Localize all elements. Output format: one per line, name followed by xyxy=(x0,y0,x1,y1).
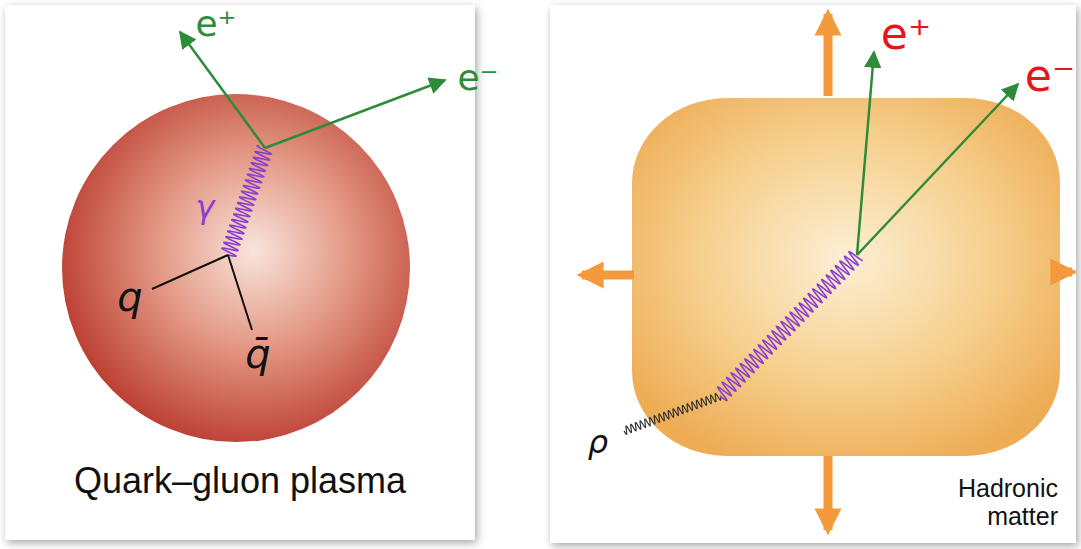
electron-track xyxy=(265,80,445,148)
photon-wave xyxy=(222,146,271,256)
particle-label: e⁻ xyxy=(457,60,498,96)
particle-label: e⁺ xyxy=(195,6,236,42)
antiquark-line xyxy=(228,255,252,330)
particle-label: γ xyxy=(196,191,215,223)
expansion-arrow xyxy=(1058,268,1072,277)
panel-caption: Hadronic matter xyxy=(940,475,1058,530)
panel: Quark–gluon plasma xyxy=(5,5,475,540)
panel-caption: Quark–gluon plasma xyxy=(5,461,475,501)
particle-label: ρ xyxy=(588,426,608,458)
panel-background xyxy=(550,5,1076,543)
particle-label: q xyxy=(117,277,142,317)
particle-label: e⁺ xyxy=(881,12,931,56)
particle-label: e⁻ xyxy=(1025,54,1075,98)
panel-background xyxy=(5,5,475,540)
expansion-arrow xyxy=(824,14,833,96)
panel: Hadronic matter xyxy=(550,5,1076,543)
electron-track xyxy=(857,84,1018,255)
particle-label: q̄ xyxy=(245,334,270,374)
plasma-sphere xyxy=(62,94,410,442)
positron-track xyxy=(180,32,265,148)
quark-line xyxy=(152,255,228,289)
expansion-arrow xyxy=(582,271,634,280)
photon-wave xyxy=(718,252,863,401)
rho-wave xyxy=(624,393,721,434)
positron-track xyxy=(857,52,874,255)
expansion-arrow xyxy=(824,456,833,530)
